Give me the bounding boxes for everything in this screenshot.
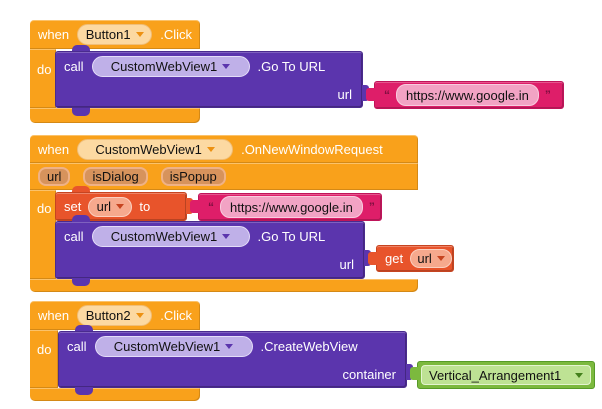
value-socket xyxy=(186,198,193,214)
connector-tab xyxy=(75,325,93,332)
dropdown-arrow-icon xyxy=(116,204,125,209)
connector-tab xyxy=(72,108,90,116)
value-plug xyxy=(368,252,377,265)
dropdown-arrow-icon xyxy=(225,343,234,349)
component-selector-vertical-arrangement1[interactable]: Vertical_Arrangement1 xyxy=(417,361,595,389)
variable-dropdown-url[interactable]: url xyxy=(88,196,133,217)
component-dropdown-customwebview1[interactable]: CustomWebView1 xyxy=(91,55,250,77)
dropdown-value: Vertical_Arrangement1 xyxy=(429,367,562,383)
dropdown-value: CustomWebView1 xyxy=(113,338,221,354)
call-label: call xyxy=(67,338,87,354)
method-label: .Go To URL xyxy=(257,58,326,74)
close-quote: ” xyxy=(368,200,375,214)
dropdown-value: CustomWebView1 xyxy=(110,58,218,74)
close-quote: ” xyxy=(544,88,551,102)
connector-tab xyxy=(72,45,90,52)
call-label: call xyxy=(64,229,84,244)
connector-tab xyxy=(72,278,90,286)
value-socket xyxy=(406,364,413,380)
when-label: when xyxy=(38,141,70,157)
variable-dropdown-url[interactable]: url xyxy=(410,249,453,268)
value-plug xyxy=(366,88,375,101)
get-url-block[interactable]: get url xyxy=(376,245,454,272)
to-label: to xyxy=(139,199,151,214)
get-label: get xyxy=(385,251,404,266)
value-socket xyxy=(362,85,369,101)
dropdown-value: url xyxy=(96,199,112,214)
do-label: do xyxy=(37,201,52,216)
set-label: set xyxy=(64,199,82,214)
component-dropdown-vertical-arrangement1[interactable]: Vertical_Arrangement1 xyxy=(421,365,591,385)
component-dropdown-customwebview1[interactable]: CustomWebView1 xyxy=(91,226,250,247)
connector-tab xyxy=(75,387,93,395)
open-quote: “ xyxy=(208,200,214,214)
dropdown-arrow-icon xyxy=(575,372,583,378)
event-param-isdialog[interactable]: isDialog xyxy=(83,167,148,186)
dropdown-value: Button2 xyxy=(85,308,131,323)
dropdown-value: CustomWebView1 xyxy=(110,229,218,244)
event-name-label: .Click xyxy=(160,308,192,323)
dropdown-arrow-icon xyxy=(206,146,215,152)
connector-tab xyxy=(72,215,90,222)
dropdown-value: Button1 xyxy=(85,27,131,42)
call-createwebview-block[interactable]: call CustomWebView1 .CreateWebView conta… xyxy=(58,331,407,388)
dropdown-arrow-icon xyxy=(222,234,231,239)
call-label: call xyxy=(64,58,84,74)
dropdown-arrow-icon xyxy=(436,256,445,261)
string-block-url[interactable]: “ https://www.google.in ” xyxy=(374,81,564,109)
string-value: https://www.google.in xyxy=(220,196,363,218)
when-label: when xyxy=(38,27,70,42)
set-url-block[interactable]: set url to xyxy=(55,192,187,221)
value-plug xyxy=(190,200,199,213)
dropdown-value: CustomWebView1 xyxy=(95,141,202,157)
dropdown-arrow-icon xyxy=(135,313,144,318)
open-quote: “ xyxy=(384,88,390,102)
call-gotourl-block[interactable]: call CustomWebView1 .Go To URL url xyxy=(55,51,363,108)
connector-tab xyxy=(72,186,90,193)
event-param-url[interactable]: url xyxy=(38,167,71,186)
param-label-container: container xyxy=(342,366,396,382)
component-dropdown-button2[interactable]: Button2 xyxy=(77,305,153,326)
component-dropdown-customwebview1[interactable]: CustomWebView1 xyxy=(77,138,234,160)
event-name-label: .OnNewWindowRequest xyxy=(241,141,383,157)
method-label: .Go To URL xyxy=(257,229,326,244)
dropdown-value: url xyxy=(417,251,432,266)
do-label: do xyxy=(37,62,52,77)
event-param-ispopup[interactable]: isPopup xyxy=(160,167,226,186)
component-dropdown-button1[interactable]: Button1 xyxy=(77,24,153,45)
param-label-url: url xyxy=(339,257,354,272)
call-gotourl-block[interactable]: call CustomWebView1 .Go To URL url xyxy=(55,221,365,279)
param-label-url: url xyxy=(337,86,352,102)
value-plug xyxy=(410,367,419,380)
dropdown-arrow-icon xyxy=(135,32,144,37)
dropdown-arrow-icon xyxy=(222,63,231,69)
string-block-url[interactable]: “ https://www.google.in ” xyxy=(198,193,382,221)
when-label: when xyxy=(38,308,70,323)
value-socket xyxy=(364,250,371,266)
string-value: https://www.google.in xyxy=(396,84,539,106)
method-label: .CreateWebView xyxy=(260,338,358,354)
do-label: do xyxy=(37,342,52,357)
event-name-label: .Click xyxy=(160,27,192,42)
component-dropdown-customwebview1[interactable]: CustomWebView1 xyxy=(94,335,253,357)
